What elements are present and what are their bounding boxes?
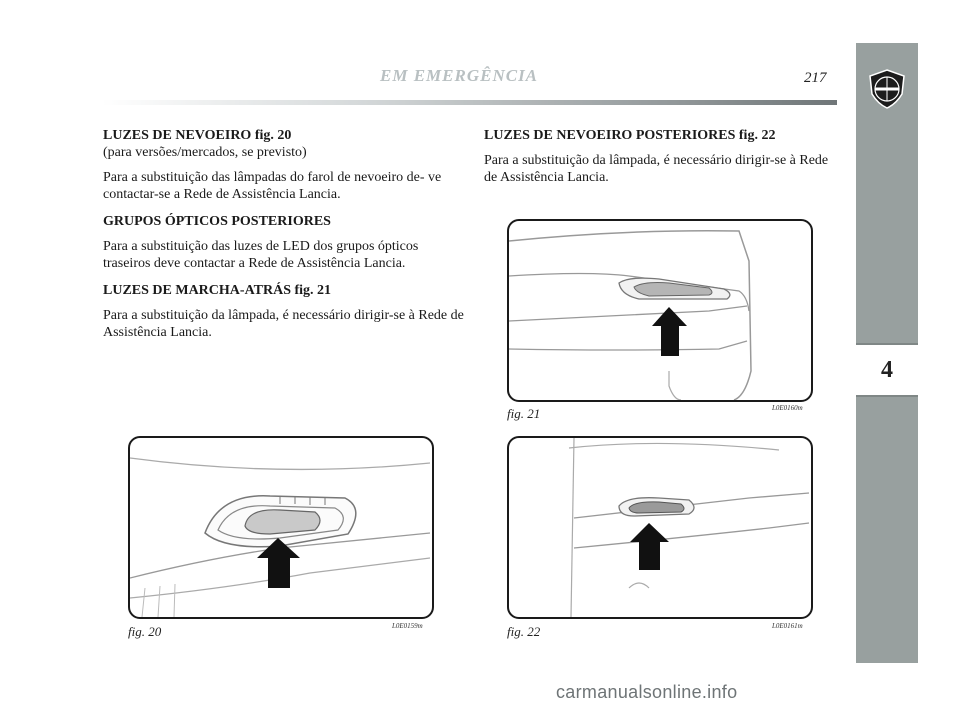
- section-heading: LUZES DE MARCHA-ATRÁS fig. 21: [103, 283, 332, 298]
- section-fog-lights: LUZES DE NEVOEIRO fig. 20 (para versões/…: [103, 127, 465, 203]
- section-body: Para a substituição da lâmpada, é necess…: [484, 153, 829, 185]
- left-column: LUZES DE NEVOEIRO fig. 20 (para versões/…: [103, 127, 465, 351]
- section-subheading: (para versões/mercados, se previsto): [103, 145, 307, 160]
- reversing-light-illustration: [509, 229, 752, 400]
- section-body: Para a substituição da lâmpada, é necess…: [103, 308, 464, 340]
- figure-22: [507, 436, 813, 619]
- figure-21-code: L0E0160m: [772, 404, 803, 412]
- section-body: Para a substituição das lâmpadas do faro…: [103, 170, 442, 202]
- watermark: carmanualsonline.info: [556, 682, 738, 702]
- rear-fog-light-illustration: [568, 438, 810, 617]
- figure-20-code: L0E0159m: [392, 622, 423, 630]
- header-title: EM EMERGÊNCIA: [380, 66, 539, 85]
- header-rule: [102, 100, 837, 105]
- lancia-logo-icon: [869, 69, 905, 109]
- section-reversing-lights: LUZES DE MARCHA-ATRÁS fig. 21 Para a sub…: [103, 282, 465, 341]
- figure-22-code: L0E0161m: [772, 622, 803, 630]
- right-column: LUZES DE NEVOEIRO POSTERIORES fig. 22 Pa…: [484, 127, 840, 196]
- fog-light-illustration: [130, 457, 431, 617]
- section-body: Para a substituição das luzes de LED dos…: [103, 239, 419, 271]
- figure-21: [507, 219, 813, 402]
- section-rear-light-clusters: GRUPOS ÓPTICOS POSTERIORES Para a substi…: [103, 213, 465, 272]
- section-heading: LUZES DE NEVOEIRO POSTERIORES fig. 22: [484, 128, 776, 143]
- figure-21-caption: fig. 21: [507, 406, 541, 421]
- figure-22-caption: fig. 22: [507, 624, 541, 639]
- chapter-tab[interactable]: 4: [856, 343, 918, 397]
- section-heading: LUZES DE NEVOEIRO fig. 20: [103, 128, 292, 143]
- section-rear-fog-lights: LUZES DE NEVOEIRO POSTERIORES fig. 22 Pa…: [484, 127, 840, 186]
- figure-20: [128, 436, 434, 619]
- section-heading: GRUPOS ÓPTICOS POSTERIORES: [103, 214, 331, 229]
- page-number: 217: [804, 70, 827, 86]
- figure-20-caption: fig. 20: [128, 624, 162, 639]
